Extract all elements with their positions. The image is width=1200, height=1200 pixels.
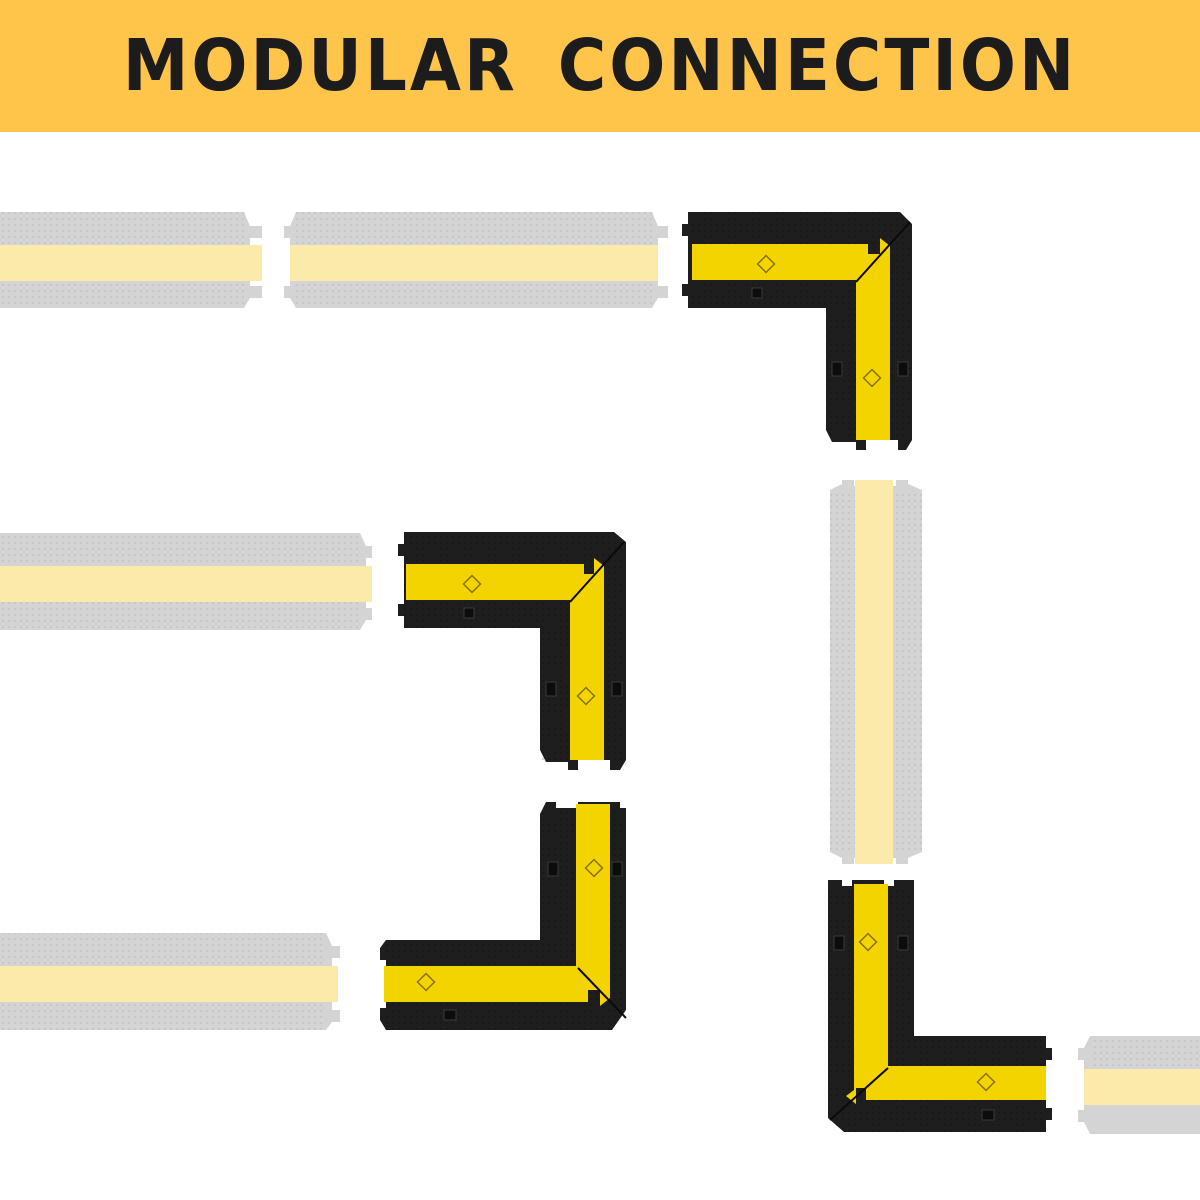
straight-module-faded bbox=[0, 533, 372, 630]
modular-connection-illustration bbox=[0, 132, 1200, 1200]
modules-canvas bbox=[0, 212, 1200, 1134]
straight-module-faded bbox=[0, 933, 340, 1030]
straight-module-faded-vertical bbox=[830, 480, 922, 864]
elbow-module bbox=[682, 212, 912, 450]
elbow-module bbox=[380, 802, 627, 1030]
straight-module-faded bbox=[1078, 1036, 1200, 1134]
banner-title: MODULAR CONNECTION bbox=[122, 23, 1078, 108]
elbow-module bbox=[398, 532, 626, 770]
elbow-module bbox=[828, 880, 1052, 1132]
straight-module-faded bbox=[0, 212, 262, 308]
straight-module-faded bbox=[284, 212, 668, 308]
header-banner: MODULAR CONNECTION bbox=[0, 0, 1200, 132]
